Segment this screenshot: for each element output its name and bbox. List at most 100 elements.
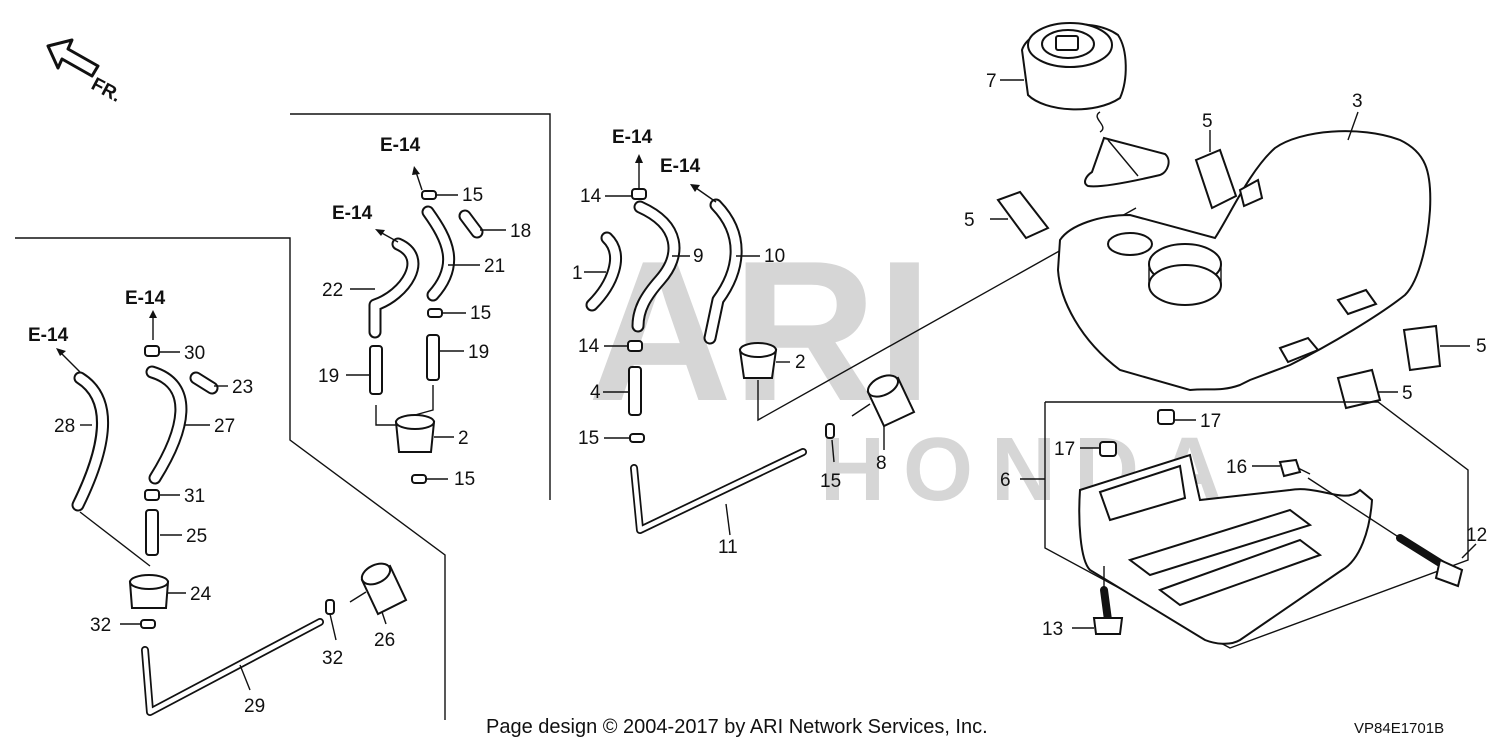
part-callouts: 1 2 2 3 4 5 5 5 5 6 7 8 9 10 11 12 13 14… — [54, 71, 1487, 717]
callout-32-left: 32 — [90, 615, 111, 636]
fuel-tank-3 — [1056, 111, 1432, 392]
callout-14-bottom: 14 — [578, 336, 600, 357]
bolt-16 — [1278, 458, 1302, 478]
clip-32-lower — [140, 619, 156, 629]
callout-7: 7 — [986, 71, 997, 92]
callout-3: 3 — [1352, 91, 1363, 112]
callout-24: 24 — [190, 584, 212, 605]
callout-14-top: 14 — [580, 186, 602, 207]
left-variant-group — [56, 310, 408, 716]
callout-2-middle: 2 — [458, 428, 469, 449]
leader-28-24 — [79, 511, 151, 567]
ref-e14-15: E-14 — [380, 135, 421, 156]
clip-15-top — [421, 190, 437, 200]
callout-25: 25 — [186, 526, 207, 547]
clip-15-filter — [825, 423, 835, 439]
ref-e14-14: E-14 — [612, 127, 653, 148]
clip-32-upper — [325, 599, 335, 615]
callout-26: 26 — [374, 630, 395, 651]
bolt-13 — [1100, 586, 1112, 624]
fuel-pump-icon — [1055, 35, 1079, 51]
front-arrow-icon — [46, 38, 100, 78]
clip-30 — [144, 345, 160, 357]
leader-2-tank — [757, 207, 1137, 422]
arrow-icon — [690, 184, 700, 192]
callout-2-center: 2 — [795, 352, 806, 373]
variant-section-outlines — [15, 113, 551, 720]
clip-14-bottom — [627, 340, 643, 352]
callout-6: 6 — [1000, 470, 1011, 491]
callout-22: 22 — [322, 280, 343, 301]
callout-13: 13 — [1042, 619, 1063, 640]
callout-5-left: 5 — [964, 210, 975, 231]
collar-17-left — [1099, 441, 1117, 457]
ref-e14-28: E-14 — [28, 325, 69, 346]
clip-31 — [144, 489, 160, 501]
callout-15-d: 15 — [578, 428, 599, 449]
arrow-icon — [635, 154, 643, 163]
callout-4: 4 — [590, 382, 601, 403]
callout-5-right: 5 — [1476, 336, 1487, 357]
callout-30: 30 — [184, 343, 205, 364]
callout-19-right: 19 — [468, 342, 489, 363]
clip-14-top — [631, 188, 647, 200]
callout-23: 23 — [232, 377, 253, 398]
arrow-icon — [412, 166, 420, 175]
joint-25 — [145, 509, 159, 556]
callout-29: 29 — [244, 696, 265, 717]
rubber-mounts-5 — [990, 130, 1470, 410]
collar-17-right — [1157, 409, 1175, 425]
base-group-outline — [1044, 401, 1469, 649]
joint-4 — [628, 366, 642, 416]
joint-19-left — [369, 345, 383, 395]
callout-21: 21 — [484, 256, 505, 277]
callout-15-b: 15 — [470, 303, 491, 324]
mount-5-top — [1194, 148, 1238, 210]
callout-16: 16 — [1226, 457, 1247, 478]
copyright-footer: Page design © 2004-2017 by ARI Network S… — [486, 716, 988, 738]
tank-base-group — [1020, 401, 1477, 649]
front-label: FR. — [88, 74, 125, 107]
e14-references: E-14 E-14 E-14 E-14 E-14 E-14 — [28, 127, 701, 346]
callout-5-bottom: 5 — [1402, 383, 1413, 404]
callout-18: 18 — [510, 221, 531, 242]
ref-arrow-22 — [379, 231, 399, 243]
leader-19-2 — [375, 405, 396, 426]
callout-9: 9 — [693, 246, 704, 267]
callout-15-e: 15 — [820, 471, 841, 492]
callout-10: 10 — [764, 246, 785, 267]
callout-8: 8 — [876, 453, 887, 474]
callout-12: 12 — [1466, 525, 1487, 546]
ref-e14-10: E-14 — [660, 156, 701, 177]
callout-5-top: 5 — [1202, 111, 1213, 132]
arrow-icon — [149, 310, 157, 318]
callout-32-right: 32 — [322, 648, 343, 669]
clip-15-bottom — [411, 474, 427, 484]
middle-variant-group — [346, 166, 506, 484]
mount-5-right — [1402, 324, 1442, 372]
arrow-icon — [56, 348, 66, 356]
callout-19-left: 19 — [318, 366, 339, 387]
arrow-icon — [375, 229, 385, 236]
joint-19-right — [426, 334, 440, 381]
fuel-filter-8 — [851, 374, 916, 428]
ref-arrow-10 — [695, 187, 717, 203]
center-fuel-line-group — [584, 154, 1137, 536]
fuel-cap-7 — [1000, 22, 1170, 188]
callout-27: 27 — [214, 416, 235, 437]
left-section-outline — [15, 237, 446, 720]
fuel-filter-26 — [349, 562, 408, 616]
clip-15-center — [629, 433, 645, 443]
callout-15-c: 15 — [454, 469, 475, 490]
callout-17-right: 17 — [1200, 411, 1221, 432]
clip-15-mid — [427, 308, 443, 318]
callout-17-left: 17 — [1054, 439, 1075, 460]
callout-11: 11 — [718, 537, 738, 558]
ref-arrow-15 — [415, 171, 423, 191]
diagram-code: VP84E1701B — [1354, 720, 1444, 737]
callout-28: 28 — [54, 416, 75, 437]
ref-e14-22: E-14 — [332, 203, 373, 224]
ref-e14-30: E-14 — [125, 288, 166, 309]
ref-arrow-28 — [59, 351, 81, 373]
callout-15-a: 15 — [462, 185, 483, 206]
